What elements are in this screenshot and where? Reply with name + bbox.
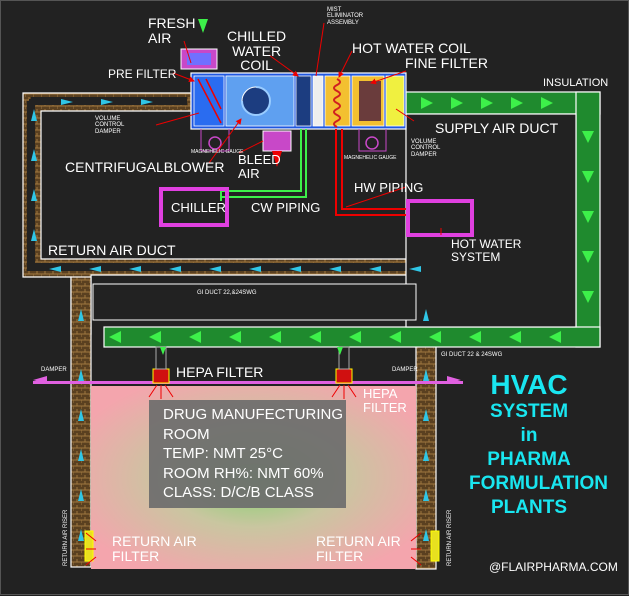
chilled-water-coil: [295, 75, 312, 127]
supply-air-duct-label: SUPPLY AIR DUCT: [435, 120, 559, 136]
cw-piping-label: CW PIPING: [251, 200, 321, 215]
room-rh: ROOM RH%: NMT 60%: [163, 464, 324, 482]
return-air-duct-label: RETURN AIR DUCT: [48, 242, 176, 258]
magnehelic-gauge-left: [208, 136, 222, 150]
gi-duct-label-top: GI DUCT 22,&24SWG: [197, 290, 257, 296]
return-air-arrows: [31, 99, 429, 541]
room-name-line-2: ROOM: [163, 425, 210, 443]
hepa-filter-right: [335, 368, 353, 384]
hot-water-coil-label: HOT WATER COIL: [352, 40, 471, 56]
supply-air-arrows: [109, 97, 594, 343]
room-name-line-1: DRUG MANUFECTURING: [163, 406, 343, 423]
credit-handle: @FLAIRPHARMA.COM: [489, 560, 618, 574]
hepa-filter-label-left: HEPA FILTER: [176, 364, 264, 380]
diagram-title: HVAC SYSTEM in PHARMA FORMULATION PLANTS: [469, 369, 608, 518]
chiller-box: [159, 187, 229, 227]
damper-label-left: DAMPER: [41, 367, 67, 373]
return-air-riser-label-right: RETURN AIR RISER: [447, 509, 453, 566]
hot-water-coil: [324, 75, 351, 127]
cw-piping: [220, 129, 307, 201]
room-temp: TEMP: NMT 25°C: [163, 445, 283, 462]
magnehelic-gauge-right: [365, 136, 379, 150]
hot-water-system-box: [406, 199, 474, 237]
room-info-panel: [149, 400, 346, 508]
room-class: CLASS: D/C/B CLASS: [163, 484, 314, 501]
magnehelic-gauge-label-right: MAGNEHELIC GAUGE: [344, 155, 397, 161]
centrifugal-blower-label: CENTRIFUGALBLOWER: [65, 159, 225, 175]
room-info-text: DRUG MANUFECTURING ROOM TEMP: NMT 25°C R…: [163, 405, 343, 503]
chiller-label: CHILLER: [171, 200, 226, 215]
return-air-filter-left: [84, 530, 94, 562]
mist-eliminator: [312, 75, 324, 127]
insulation-label: INSULATION: [543, 77, 609, 89]
hw-piping: [335, 129, 408, 216]
damper-label-right: DAMPER: [392, 367, 418, 373]
hw-piping-label: HW PIPING: [354, 180, 424, 195]
return-air-filter-right: [430, 530, 440, 562]
hepa-filter-left: [152, 368, 170, 384]
pre-filter-label: PRE FILTER: [108, 67, 177, 81]
fresh-air-arrow: [198, 19, 208, 33]
bleed-air-damper: [262, 130, 292, 152]
gi-duct-label-right: GI DUCT 22 & 24SWG: [441, 352, 503, 358]
return-air-duct: [22, 92, 442, 570]
fine-filter-label: FINE FILTER: [405, 55, 488, 71]
magnehelic-gauge-label-left: MAGNEHELIC GAUGE: [191, 149, 244, 155]
return-air-riser-label-left: RETURN AIR RISER: [63, 509, 69, 566]
damper-line: [33, 381, 463, 384]
